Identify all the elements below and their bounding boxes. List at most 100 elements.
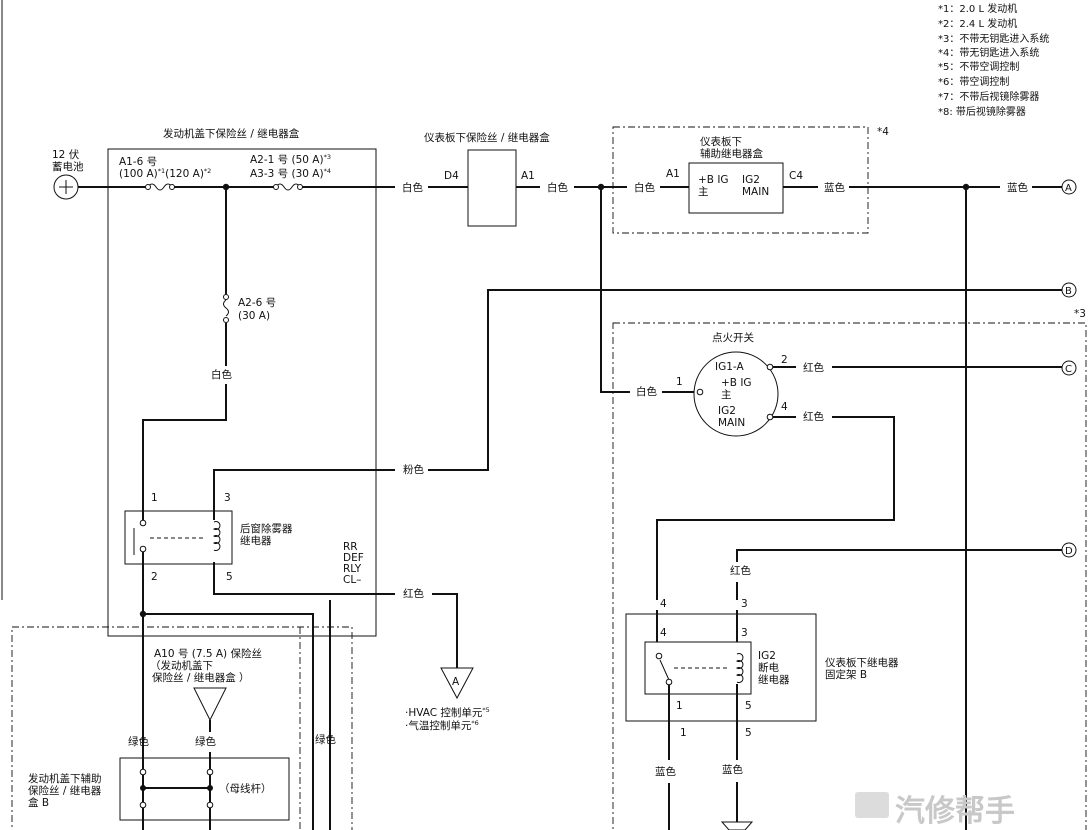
relay-holder-label-1: 仪表板下继电器 [825,656,899,669]
connector-d: D [1061,542,1077,558]
footnote-8: *8: 带后视镜除雾器 [938,105,1026,118]
holder-pin-4: 4 [660,598,667,610]
aux-relay-title-1: 仪表板下 [700,135,742,148]
fuse-a10-triangle [193,687,227,722]
aux-relay-title-2: 辅助继电器盒 [700,147,763,160]
fuse-a16-symbol [147,183,173,191]
aux-pin-a1: A1 [666,168,680,180]
battery: 12 伏 蓄电池 [52,148,84,200]
rr-def-label-3: RLY [343,563,362,575]
wire-label-red-d: 红色 [730,564,751,577]
footnote-6: *6：带空调控制 [938,75,1009,88]
relay-pin-1: 1 [151,492,158,504]
footnote-3: *3：不带无钥匙进入系统 [938,32,1049,45]
connector-b-label: B [1065,286,1072,297]
fuse-a10-label-1: A10 号 (7.5 A) 保险丝 [154,647,262,660]
wire-label-pink: 粉色 [403,463,424,476]
wire-label-red-relay: 红色 [803,410,824,423]
aux-box-b-label-1: 发动机盖下辅助 [28,772,102,785]
holder-pin-1: 1 [680,727,687,739]
relay-pin-3: 3 [741,627,748,639]
ig2-relay-coil [735,653,744,683]
dash-fuse-box: 仪表板下保险丝 / 继电器盒 D4 A1 [424,131,550,227]
ign-pin-4: 4 [781,401,788,413]
ign-ig2-label: IG2 [718,405,736,417]
relay-pin-5: 5 [745,700,752,712]
footnote-list: *1：2.0 L 发动机 *2：2.4 L 发动机 *3：不带无钥匙进入系统 *… [938,2,1049,118]
wire-white-to-ignition [600,187,630,393]
wire-label-blue-2: 蓝色 [1007,181,1029,194]
wire-green-right-1 [143,613,314,830]
aux-box-b-inner [119,757,290,821]
hvac-triangle-label: A [452,676,460,688]
wire-white-to-relay [142,384,227,520]
wire-color-white: 白色 [211,368,232,381]
relay-pin-1: 1 [676,700,683,712]
relay-name-2: 继电器 [240,534,272,547]
relay-pin-5: 5 [226,571,233,583]
wire-label-green-2: 绿色 [195,735,216,748]
dash-pin-d4: D4 [444,170,459,182]
aux-pin-c4: C4 [789,170,803,182]
ign-zhu-label: 主 [721,389,732,401]
aux-box-b-boundary [11,626,353,830]
climate-unit-label: ·气温控制单元*6 [405,719,479,732]
wire-label-red-c: 红色 [803,361,824,374]
fuse-a16-label: A1-6 号 [119,156,157,168]
dash-pin-a1: A1 [521,170,535,182]
battery-label: 蓄电池 [52,160,84,173]
wire-label-green-1: 绿色 [128,735,149,748]
wire-label-green-3: 绿色 [315,733,336,746]
aux-box-b-label-3: 盒 B [28,796,49,809]
ign-main-label: MAIN [718,417,745,429]
ig2-relay-body [644,641,752,695]
wire-label-white-3: 白色 [634,181,655,194]
ground-triangle [720,821,754,830]
underhood-fuse-box: 发动机盖下保险丝 / 继电器盒 A1-6 号 (100 A)*1(120 A)*… [107,127,377,637]
ignition-switch-title: 点火开关 [712,331,754,344]
connector-a-label: A [1065,183,1072,194]
ig2-relay-contact [659,659,670,681]
rr-def-label-2: DEF [343,552,364,564]
fuse-a21-label: A2-1 号 (50 A)*3 [250,153,331,166]
fuse-a33-label: A3-3 号 (30 A)*4 [250,167,331,180]
ig2-relay-name-3: 继电器 [758,673,790,686]
relay-holder-outline [625,613,817,722]
ignition-note: *3 [1074,308,1086,320]
wire-label-blue-4: 蓝色 [722,763,743,776]
connector-c: C [1061,360,1077,376]
fuse-a26-label: A2-6 号 [238,297,276,309]
aux-box-b-label-2: 保险丝 / 继电器 [28,784,102,797]
ignition-section-boundary [612,322,1087,830]
wire-label-blue-1: 蓝色 [824,181,845,194]
aux-inner-ig2: IG2 [742,174,760,186]
dash-fuse-box-outline [467,149,517,227]
wire-label-white-1: 白色 [402,181,423,194]
aux-inner-zhu: 主 [698,186,709,198]
wire-label-blue-3: 蓝色 [655,765,676,778]
ig2-relay-name-1: IG2 [758,650,776,662]
watermark-logo-icon [855,792,889,818]
connector-c-label: C [1065,364,1072,375]
aux-relay-box: *4 仪表板下 辅助继电器盒 A1 C4 +B IG 主 IG2 MAIN [612,126,889,234]
watermark: 汽修帮手 [855,792,1015,829]
footnote-5: *5：不带空调控制 [938,60,1019,73]
underhood-box-title: 发动机盖下保险丝 / 继电器盒 [163,127,300,140]
underhood-box-outline [107,148,377,637]
wire-label-red-hvac: 红色 [403,587,424,600]
wire-pink-to-b [428,289,1062,471]
aux-inner-main: MAIN [742,186,769,198]
wire-red-to-hvac [432,593,458,668]
wire-red-to-ig2-relay [656,416,895,600]
relay-coil [212,521,221,551]
fuse-a26-symbol [223,299,229,317]
footnote-2: *2：2.4 L 发动机 [938,17,1017,30]
ignition-switch: 点火开关 IG1-A +B IG 主 IG2 MAIN 1 2 4 [676,331,788,437]
footnote-7: *7：不带后视镜除雾器 [938,90,1039,103]
wire-label-white-2: 白色 [547,181,568,194]
relay-pin-4: 4 [660,627,667,639]
battery-voltage-label: 12 伏 [52,148,80,161]
holder-pin-3: 3 [741,598,748,610]
fuse-a10-label-2: （发动机盖下 [150,659,213,672]
